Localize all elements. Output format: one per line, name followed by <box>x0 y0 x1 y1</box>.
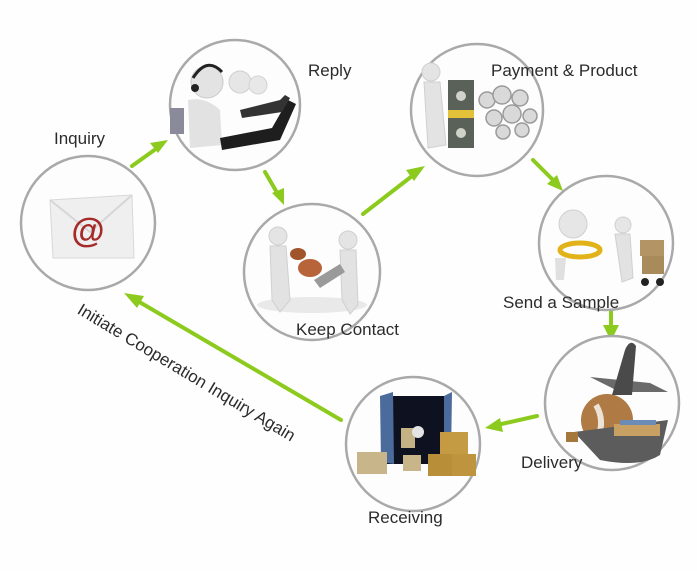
arrow-reply-to-keep-contact <box>263 170 284 205</box>
arrow-keep-contact-to-payment <box>361 166 425 216</box>
money-gears-icon <box>421 62 538 149</box>
call-center-agents-icon <box>170 63 296 150</box>
label-receiving: Receiving <box>368 508 443 527</box>
label-payment-product: Payment & Product <box>491 61 638 80</box>
step-receiving <box>344 375 482 513</box>
plane-ship-globe-icon <box>566 342 668 464</box>
sample-trolley-icon <box>555 209 664 286</box>
step-send-sample <box>537 174 675 312</box>
step-delivery <box>543 334 681 472</box>
label-reply: Reply <box>308 61 352 80</box>
step-inquiry: @ <box>19 154 157 292</box>
arrow-delivery-to-receiving <box>485 414 539 432</box>
step-reply <box>168 38 302 172</box>
container-boxes-icon <box>357 392 476 476</box>
label-inquiry: Inquiry <box>54 129 106 148</box>
arrow-receiving-to-inquiry <box>124 293 343 422</box>
svg-text:@: @ <box>71 212 104 250</box>
arrow-inquiry-to-reply <box>130 140 168 168</box>
label-send-sample: Send a Sample <box>503 293 620 312</box>
email-at-envelope-icon: @ <box>49 194 135 259</box>
arrow-sample-to-delivery <box>603 310 619 341</box>
handshake-exchange-icon <box>257 226 367 315</box>
step-keep-contact <box>242 202 382 342</box>
label-keep-contact: Keep Contact <box>296 320 400 339</box>
arrow-payment-to-sample <box>531 158 563 191</box>
step-payment-product <box>409 42 545 178</box>
label-delivery: Delivery <box>521 453 583 472</box>
